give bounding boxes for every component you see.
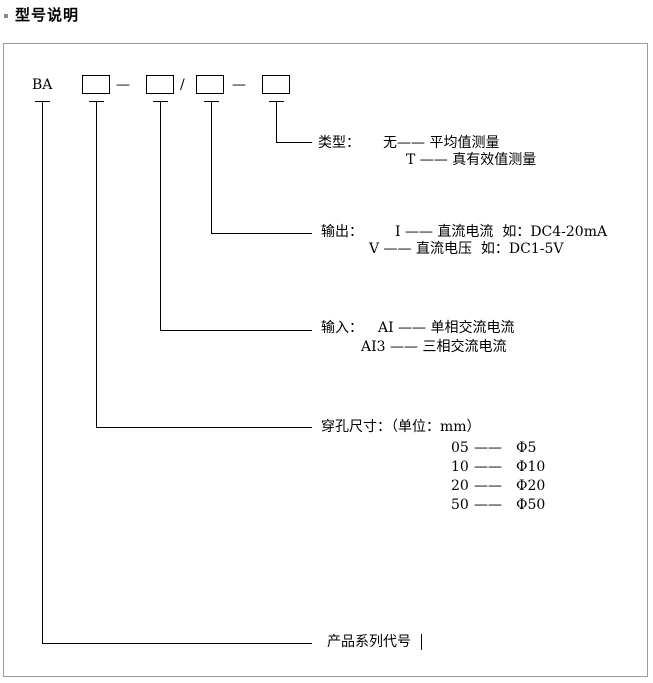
bullet-icon xyxy=(4,13,8,18)
hole-code: 10 xyxy=(451,459,469,475)
input-label: 输入： xyxy=(321,320,363,336)
hole-size: Φ20 xyxy=(516,478,546,494)
hole-code: 20 xyxy=(451,478,469,494)
section-header: 型号说明 xyxy=(4,4,79,24)
hole-size: Φ10 xyxy=(516,459,546,475)
type-option-1: 无—— 平均值测量 xyxy=(383,135,500,151)
hole-dash: —— xyxy=(474,440,502,456)
model-slash: / xyxy=(180,77,185,93)
hole-size: Φ50 xyxy=(516,497,546,513)
model-dash-2: — xyxy=(232,77,246,93)
type-option-2: T —— 真有效值测量 xyxy=(406,152,537,168)
type-label: 类型： xyxy=(318,135,360,151)
series-label: 产品系列代号 xyxy=(327,634,411,650)
connector-series xyxy=(42,101,312,644)
connector-hole xyxy=(96,101,312,428)
hole-dash: —— xyxy=(474,478,502,494)
model-prefix: BA xyxy=(32,77,53,93)
code-box-hole xyxy=(82,75,110,94)
connector-output xyxy=(211,101,312,234)
hole-size-label: 穿孔尺寸：（单位：mm） xyxy=(321,419,481,435)
connector-type xyxy=(276,101,312,143)
connector-input xyxy=(160,101,312,331)
hole-dash: —— xyxy=(474,497,502,513)
model-dash-1: — xyxy=(116,77,130,93)
output-option-2: V —— 直流电压 如：DC1-5V xyxy=(369,241,564,257)
input-option-2: AI3 —— 三相交流电流 xyxy=(361,339,507,355)
input-option-1: AI —— 单相交流电流 xyxy=(378,320,515,336)
output-label: 输出： xyxy=(321,224,363,240)
code-box-input xyxy=(146,75,174,94)
hole-size: Φ5 xyxy=(516,440,537,456)
hole-code: 05 xyxy=(451,440,469,456)
code-box-type xyxy=(262,75,290,94)
section-title: 型号说明 xyxy=(15,5,80,24)
model-diagram-panel xyxy=(3,43,648,677)
code-box-output xyxy=(196,75,224,94)
hole-code: 50 xyxy=(451,497,469,513)
hole-dash: —— xyxy=(474,459,502,475)
output-option-1: I —— 直流电流 如：DC4-20mA xyxy=(395,224,608,240)
